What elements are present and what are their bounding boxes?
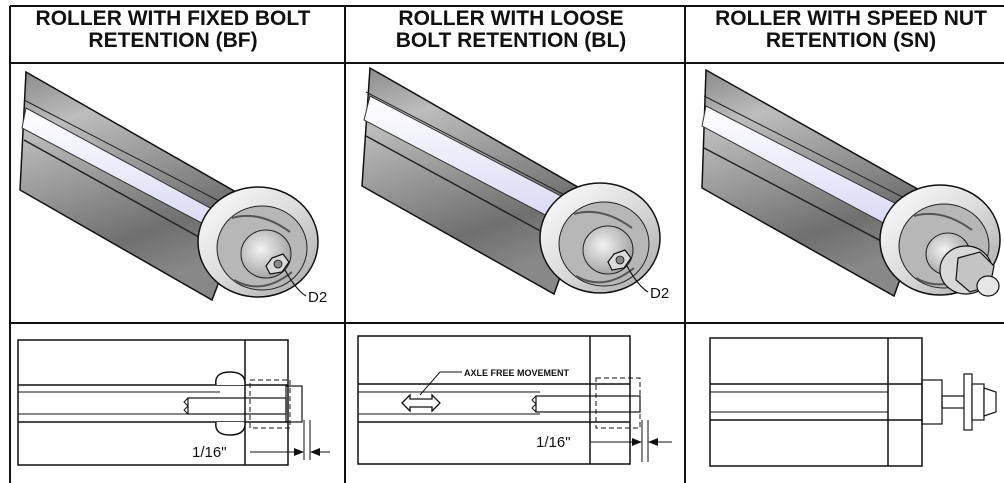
- roller-iso-loose-bolt: [361, 66, 661, 296]
- dimension-fixed: 1/16": [192, 444, 227, 461]
- header-speed-nut-line1: ROLLER WITH SPEED NUT: [715, 7, 987, 30]
- header-loose-bolt: ROLLER WITH LOOSE BOLT RETENTION (BL): [346, 8, 676, 62]
- section-loose-bolt: [357, 335, 672, 465]
- header-fixed-bolt-line1: ROLLER WITH FIXED BOLT: [35, 7, 311, 30]
- dimension-loose: 1/16": [536, 434, 571, 451]
- header-fixed-bolt: ROLLER WITH FIXED BOLT RETENTION (BF): [12, 8, 334, 62]
- roller-iso-speed-nut: [701, 68, 1001, 298]
- annotation-axle-free-movement: AXLE FREE MOVEMENT: [464, 368, 570, 378]
- table-grid: [9, 5, 1004, 483]
- header-fixed-bolt-line2: RETENTION (BF): [88, 29, 258, 52]
- section-fixed-bolt: [17, 339, 330, 466]
- roller-iso-fixed-bolt: [19, 70, 319, 302]
- header-loose-bolt-line2: BOLT RETENTION (BL): [395, 29, 627, 52]
- callout-d2-fixed: D2: [308, 289, 327, 306]
- header-loose-bolt-line1: ROLLER WITH LOOSE: [398, 7, 624, 30]
- header-speed-nut: ROLLER WITH SPEED NUT RETENTION (SN): [686, 8, 1004, 62]
- callout-d2-loose: D2: [650, 285, 669, 302]
- header-speed-nut-line2: RETENTION (SN): [765, 29, 937, 52]
- section-speed-nut: [709, 337, 997, 467]
